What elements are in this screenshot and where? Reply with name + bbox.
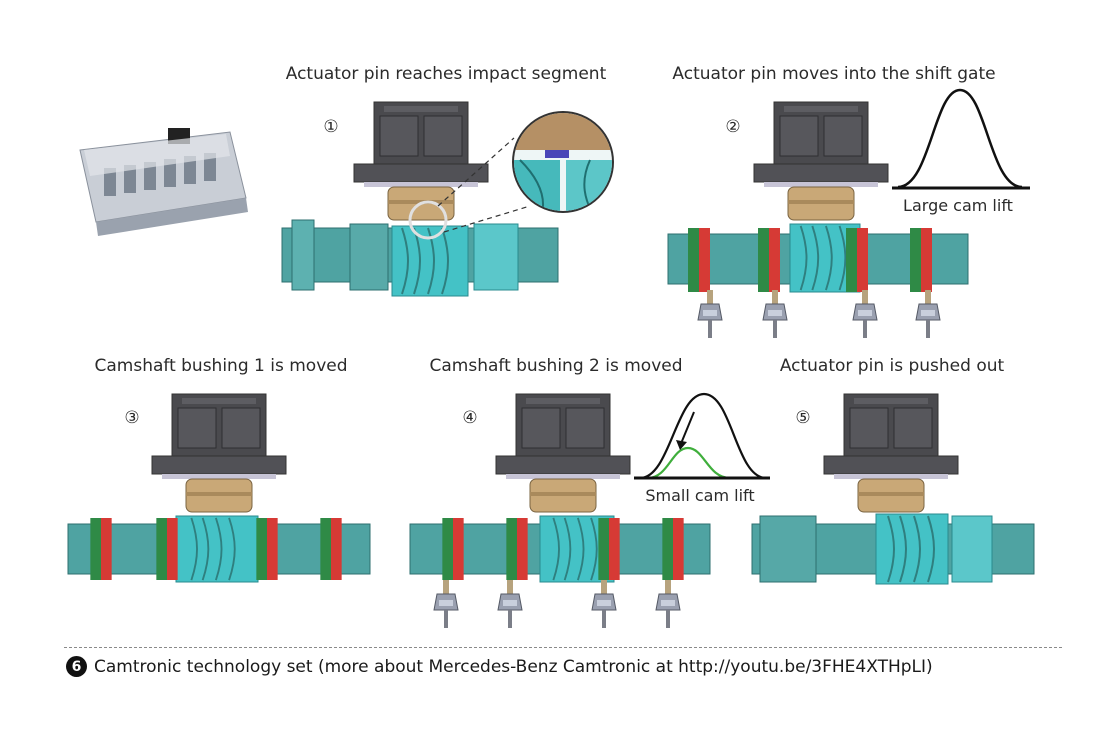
step-5-number: ⑤ (795, 408, 810, 428)
panel-2: Large cam lift (667, 88, 1030, 339)
small-cam-lift-curve (647, 446, 731, 480)
figure-caption: 6 Camtronic technology set (more about M… (66, 656, 933, 677)
panel-4: Small cam lift (409, 392, 770, 629)
actuator-pin-icon (823, 393, 959, 513)
step-4-number: ④ (462, 408, 477, 428)
step-4-title: Camshaft bushing 2 is moved (429, 356, 682, 376)
panel-3 (67, 393, 371, 583)
panel-1 (281, 101, 614, 297)
step-1-title: Actuator pin reaches impact segment (286, 64, 607, 84)
engine-thumbnail (79, 128, 248, 236)
actuator-pin-icon (753, 101, 889, 221)
large-cam-lift-curve (897, 88, 1023, 189)
caption-text: Camtronic technology set (more about Mer… (94, 656, 933, 677)
caption-divider (64, 647, 1062, 648)
panel-5 (751, 393, 1035, 585)
zoom-detail (512, 111, 614, 213)
step-3-title: Camshaft bushing 1 is moved (94, 356, 347, 376)
small-cam-lift-label: Small cam lift (645, 486, 754, 505)
step-5-title: Actuator pin is pushed out (780, 356, 1005, 376)
actuator-pin-icon (495, 393, 631, 513)
step-3-number: ③ (124, 408, 139, 428)
figure-number-badge: 6 (66, 656, 87, 677)
step-1-number: ① (323, 117, 338, 137)
large-cam-lift-label: Large cam lift (903, 196, 1013, 215)
actuator-pin-icon (151, 393, 287, 513)
large-cam-lift-curve (639, 392, 767, 480)
step-2-number: ② (725, 117, 740, 137)
step-2-title: Actuator pin moves into the shift gate (672, 64, 995, 84)
